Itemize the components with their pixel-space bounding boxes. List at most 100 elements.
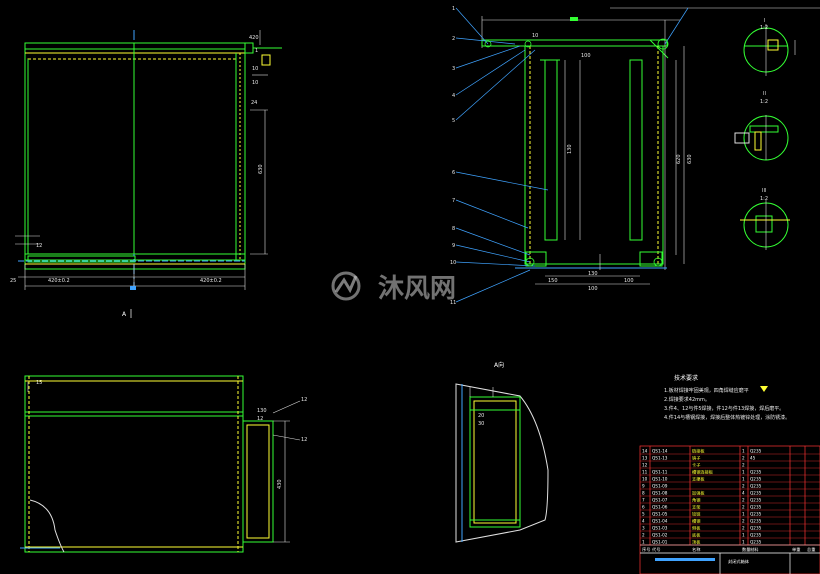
main-dim-3: 100 <box>581 53 591 59</box>
detail-2-label: II <box>763 91 766 97</box>
watermark-text: 沐风网 <box>378 274 456 304</box>
parts-list-header: 序号代号名称数量材料单重总重 <box>642 546 815 553</box>
table-cell: Q235 <box>750 533 762 538</box>
front-dim-6: 12 <box>36 243 42 249</box>
table-cell: 2 <box>742 484 745 489</box>
table-header-cell: 名称 <box>692 546 700 553</box>
detail-3-scale: 1:2 <box>760 196 768 202</box>
table-cell: 2 <box>742 498 745 503</box>
table-cell: QS1-10 <box>652 477 668 482</box>
table-cell: 槽钢连接板 <box>692 469 714 476</box>
detail-view-1 <box>743 24 796 76</box>
front-dim-left-half: 420±0.2 <box>48 278 70 284</box>
table-cell: QS1-01 <box>652 540 668 545</box>
table-cell: Q235 <box>750 491 762 496</box>
table-cell: 1 <box>742 470 745 475</box>
front-dim-top: 420 <box>249 35 259 41</box>
table-cell: QS1-03 <box>652 526 668 531</box>
table-cell: Q235 <box>750 519 762 524</box>
table-cell: QS1-11 <box>652 470 668 475</box>
table-cell: QS1-06 <box>652 505 668 510</box>
table-cell: QS1-09 <box>652 484 668 489</box>
table-cell: 7 <box>642 498 645 503</box>
table-cell: Q235 <box>750 498 762 503</box>
front-dim-5: 24 <box>251 100 257 106</box>
callout-8: 8 <box>452 226 455 232</box>
table-cell: QS1-02 <box>652 533 668 538</box>
note-3: 3.件4、12与件5焊接，件12与件13焊接，焊后磨平。 <box>664 405 784 412</box>
table-cell: 铰链 <box>692 511 701 518</box>
table-cell: Q235 <box>750 477 762 482</box>
side-dim-1: 15 <box>36 380 42 386</box>
table-cell: 1 <box>742 533 745 538</box>
table-cell: 1 <box>742 477 745 482</box>
table-cell: 2 <box>742 463 745 468</box>
callout-3: 3 <box>452 66 455 72</box>
front-dim-height: 630 <box>258 164 264 174</box>
note-2: 2.焊接要求42mm。 <box>664 396 710 403</box>
detail-view-3 <box>740 200 790 250</box>
table-cell: 1 <box>742 512 745 517</box>
notes-title: 技术要求 <box>674 374 698 382</box>
table-cell: 3 <box>642 526 645 531</box>
table-cell: 12 <box>642 463 648 468</box>
main-dim-6: 100 <box>624 278 634 284</box>
table-cell: 链接板 <box>692 448 705 455</box>
front-view-label: A <box>122 311 127 318</box>
table-cell: 13 <box>642 456 648 461</box>
table-cell: 1 <box>642 540 645 545</box>
weld-symbol-icon <box>760 386 768 392</box>
section-a-view <box>455 383 549 543</box>
table-cell: 底板 <box>692 532 701 539</box>
table-cell: QS1-04 <box>652 519 668 524</box>
table-cell: 14 <box>642 449 648 454</box>
table-cell: 卡子 <box>692 462 700 469</box>
table-cell: 1 <box>742 540 745 545</box>
front-view <box>15 30 282 290</box>
callout-6: 6 <box>452 170 455 176</box>
main-dim-4: 150 <box>548 278 558 284</box>
table-cell: 45 <box>750 456 756 461</box>
table-cell: 支架 <box>692 504 700 511</box>
callout-5: 5 <box>452 118 455 124</box>
table-cell: 8 <box>642 491 645 496</box>
side-outer-outline <box>24 375 244 553</box>
table-cell: 2 <box>742 519 745 524</box>
table-cell: QS1-08 <box>652 491 668 496</box>
table-cell: 10 <box>642 477 648 482</box>
main-dim-7: 100 <box>588 286 598 292</box>
front-dim-3: 10 <box>252 66 258 72</box>
main-callout-circles <box>484 38 669 267</box>
table-cell: Q235 <box>750 484 762 489</box>
table-cell: 加强板 <box>692 490 705 497</box>
table-cell: 11 <box>642 470 648 475</box>
watermark-logo <box>331 271 361 301</box>
table-header-cell: 数量 <box>742 546 750 553</box>
table-cell: 4 <box>642 519 645 524</box>
table-cell: QS1-14 <box>652 449 668 454</box>
detail-1-label: I <box>764 18 765 24</box>
section-a-dim-1: 20 <box>478 413 484 419</box>
table-cell: 6 <box>642 505 645 510</box>
callout-11: 11 <box>450 300 456 306</box>
callout-4: 4 <box>452 93 455 99</box>
table-header-cell: 代号 <box>652 546 660 553</box>
table-cell: 5 <box>642 512 645 517</box>
table-cell: QS1-05 <box>652 512 668 517</box>
table-cell: 2 <box>642 533 645 538</box>
table-cell: 侧板 <box>692 525 701 532</box>
callout-7: 7 <box>452 198 455 204</box>
note-1: 1.板材焊接牢固美观，四角焊缝应磨平 <box>664 387 749 394</box>
table-cell: 2 <box>742 526 745 531</box>
table-header-cell: 材料 <box>750 546 759 553</box>
side-view <box>20 375 301 553</box>
drawing-number-bar <box>655 558 715 561</box>
front-dim-7: 25 <box>10 278 16 284</box>
front-dim-4: 10 <box>252 80 258 86</box>
table-cell: QS1-07 <box>652 498 668 503</box>
detail-3-label: III <box>762 188 766 194</box>
side-dim-5: 12 <box>257 416 263 422</box>
table-cell: 2 <box>742 456 745 461</box>
table-cell: Q235 <box>750 505 762 510</box>
table-header-cell: 单重 <box>792 546 800 553</box>
